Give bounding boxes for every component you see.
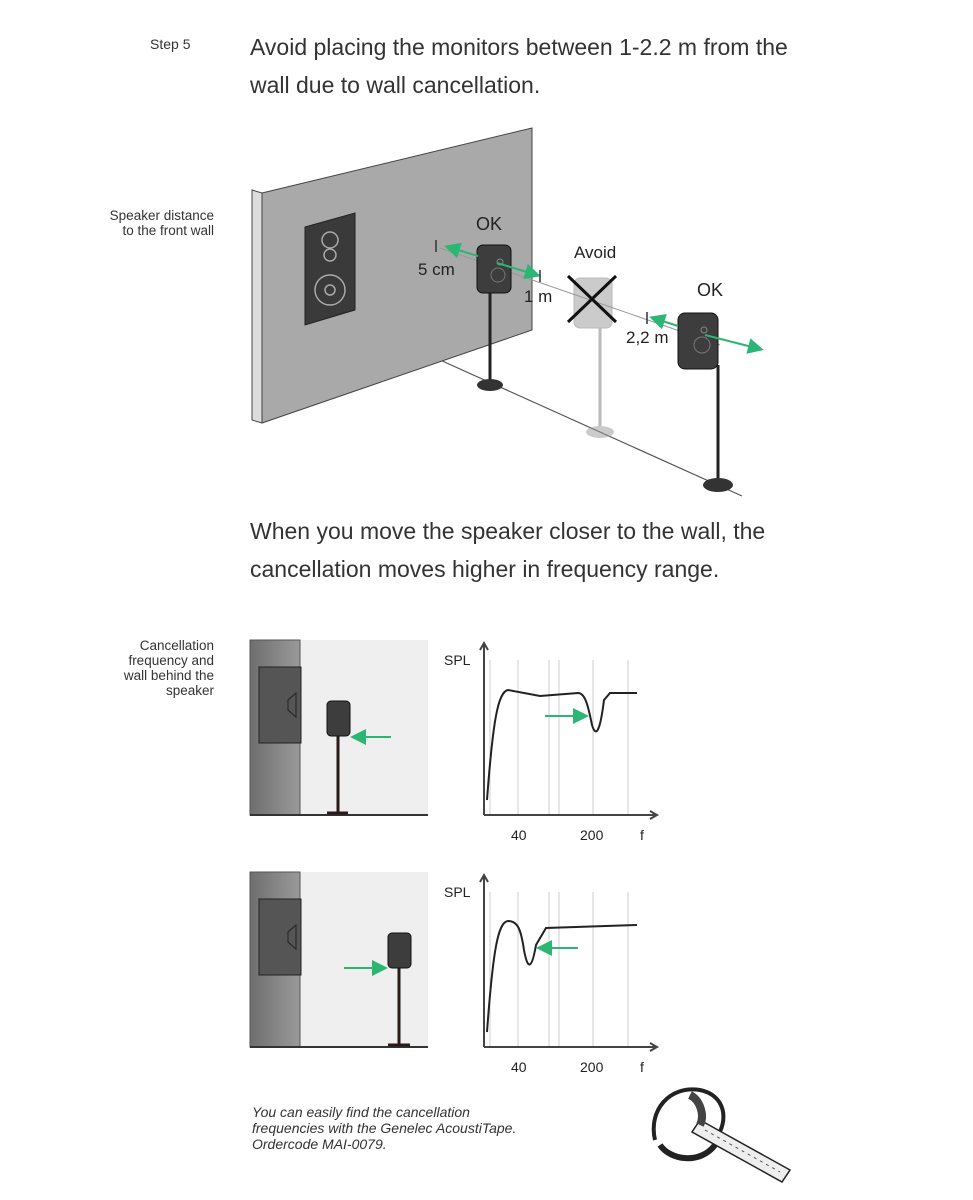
x-tick-label: 40 xyxy=(511,1059,527,1075)
arrow-22m xyxy=(649,314,679,330)
paragraph-line: cancellation moves higher in frequency r… xyxy=(250,556,720,582)
paragraph-line: When you move the speaker closer to the … xyxy=(250,518,766,544)
room-diagram-close xyxy=(249,639,428,816)
figure2-side-label: Cancellation frequency and wall behind t… xyxy=(14,638,214,698)
response-curve xyxy=(486,919,638,1033)
y-axis-label: SPL xyxy=(444,884,471,900)
x-axis-arrow xyxy=(649,810,660,820)
x-tick-label: 200 xyxy=(580,1059,604,1075)
label-ok-near: OK xyxy=(476,214,502,234)
response-curve xyxy=(486,688,637,801)
caption: You can easily find the cancellation fre… xyxy=(252,1104,652,1152)
spl-graph-close: SPL 40 200 f xyxy=(444,640,660,843)
step-heading: Avoid placing the monitors between 1-2.2… xyxy=(250,28,930,104)
avoid-x-icon xyxy=(566,274,618,324)
arrow-5cm xyxy=(444,242,479,259)
side-label-line: Speaker distance xyxy=(109,208,214,223)
acoustitape-icon xyxy=(651,1087,792,1183)
heading-line: wall due to wall cancellation. xyxy=(250,72,541,98)
caption-line: You can easily find the cancellation xyxy=(252,1104,470,1120)
x-axis-arrow xyxy=(649,1042,660,1052)
speaker-icon xyxy=(326,700,351,737)
arrow-1m xyxy=(496,262,541,280)
speaker-icon xyxy=(387,932,412,969)
label-1m: 1 m xyxy=(524,287,552,306)
y-axis-arrow xyxy=(479,872,489,883)
side-label-line: Cancellation xyxy=(139,638,214,653)
wall-edge xyxy=(251,189,263,424)
speaker-far-icon xyxy=(677,312,733,492)
wall-distance-illustration: OK 5 cm 1 m Avoid OK 2,2 m xyxy=(251,127,764,497)
label-avoid: Avoid xyxy=(574,243,616,262)
label-22m: 2,2 m xyxy=(626,328,669,347)
side-label-line: speaker xyxy=(165,683,214,698)
x-axis-label: f xyxy=(640,1059,644,1075)
explanation-paragraph: When you move the speaker closer to the … xyxy=(250,512,930,588)
label-ok-far: OK xyxy=(697,280,723,300)
caption-line: Ordercode MAI-0079. xyxy=(252,1136,387,1152)
spl-graph-far: SPL 40 200 f xyxy=(444,872,660,1075)
x-tick-label: 40 xyxy=(511,827,527,843)
x-tick-label: 200 xyxy=(580,827,604,843)
speaker-near-icon xyxy=(476,244,512,391)
figure1-side-label: Speaker distance to the front wall xyxy=(14,208,214,238)
y-axis-arrow xyxy=(479,640,489,651)
label-5cm: 5 cm xyxy=(418,260,455,279)
side-label-line: frequency and xyxy=(128,653,214,668)
side-label-line: to the front wall xyxy=(122,223,214,238)
wall xyxy=(261,127,533,424)
y-axis-label: SPL xyxy=(444,652,471,668)
side-label-line: wall behind the xyxy=(123,668,214,683)
arrow-out xyxy=(704,334,764,354)
caption-line: frequencies with the Genelec AcoustiTape… xyxy=(252,1120,517,1136)
wall-speaker-icon xyxy=(304,212,356,326)
step-number: Step 5 xyxy=(150,36,191,52)
heading-line: Avoid placing the monitors between 1-2.2… xyxy=(250,34,788,60)
x-axis-label: f xyxy=(640,827,644,843)
room-diagram-far xyxy=(249,871,428,1048)
